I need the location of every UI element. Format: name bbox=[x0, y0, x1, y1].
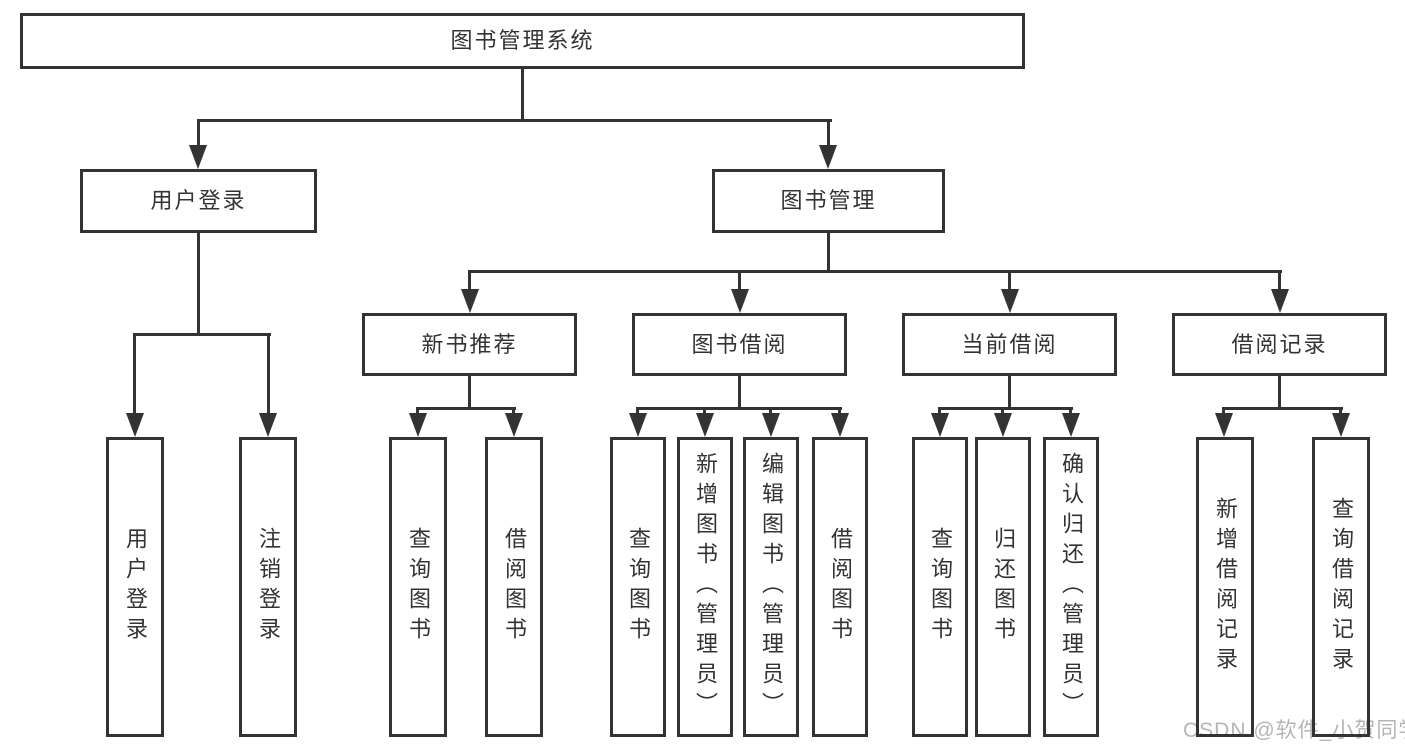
arrow-down-icon bbox=[1332, 413, 1350, 437]
connector-vline bbox=[769, 407, 772, 417]
node-label: 图书借阅 bbox=[691, 331, 788, 357]
connector-vline bbox=[838, 407, 841, 417]
connector-vline bbox=[827, 119, 830, 149]
connector-vline bbox=[1278, 376, 1281, 409]
connector-vline bbox=[512, 407, 515, 417]
connector-vline bbox=[468, 270, 471, 292]
leaf-query-books-borrow: 查询图书 bbox=[610, 437, 666, 737]
leaf-borrow-books: 借阅图书 bbox=[812, 437, 868, 737]
connector-vline bbox=[1278, 270, 1281, 292]
leaf-label: 查询图书 bbox=[406, 527, 431, 647]
leaf-label: 用户登录 bbox=[123, 527, 148, 647]
node-label: 用户登录 bbox=[150, 188, 247, 213]
arrow-down-icon bbox=[831, 413, 849, 437]
leaf-user-login: 用户登录 bbox=[106, 437, 164, 737]
leaf-label: 新增借阅记录 bbox=[1213, 497, 1238, 677]
leaf-label: 编辑图书（管理员） bbox=[759, 452, 784, 722]
node-current-borrowing: 当前借阅 bbox=[902, 313, 1117, 376]
arrow-down-icon bbox=[696, 413, 714, 437]
node-label: 借阅记录 bbox=[1231, 331, 1328, 357]
arrow-down-icon bbox=[461, 289, 479, 313]
leaf-label: 查询图书 bbox=[928, 527, 953, 647]
leaf-query-borrow-record: 查询借阅记录 bbox=[1312, 437, 1370, 737]
connector-vline bbox=[827, 233, 830, 272]
leaf-edit-books-admin: 编辑图书（管理员） bbox=[743, 437, 799, 737]
arrow-down-icon bbox=[994, 413, 1012, 437]
leaf-label: 确认归还（管理员） bbox=[1059, 452, 1084, 722]
arrow-down-icon bbox=[1001, 289, 1019, 313]
connector-hline bbox=[938, 407, 1073, 410]
arrow-down-icon bbox=[1062, 413, 1080, 437]
arrow-down-icon bbox=[1271, 289, 1289, 313]
connector-vline bbox=[738, 376, 741, 409]
arrow-down-icon bbox=[931, 413, 949, 437]
leaf-label: 注销登录 bbox=[256, 527, 281, 647]
connector-vline bbox=[703, 407, 706, 417]
connector-vline bbox=[636, 407, 639, 417]
connector-vline bbox=[468, 376, 471, 409]
node-label: 新书推荐 bbox=[421, 331, 518, 357]
leaf-label: 借阅图书 bbox=[502, 527, 527, 647]
leaf-query-books-current: 查询图书 bbox=[912, 437, 968, 737]
connector-hline bbox=[416, 407, 516, 410]
connector-hline bbox=[133, 333, 271, 336]
connector-vline bbox=[1069, 407, 1072, 417]
connector-vline bbox=[1008, 270, 1011, 292]
connector-vline bbox=[197, 233, 200, 336]
connector-vline bbox=[197, 119, 200, 149]
connector-vline bbox=[738, 270, 741, 292]
leaf-return-books: 归还图书 bbox=[975, 437, 1031, 737]
arrow-down-icon bbox=[762, 413, 780, 437]
node-label: 图书管理 bbox=[780, 188, 877, 213]
arrow-down-icon bbox=[505, 413, 523, 437]
leaf-label: 借阅图书 bbox=[828, 527, 853, 647]
leaf-add-books-admin: 新增图书（管理员） bbox=[677, 437, 733, 737]
connector-vline bbox=[1001, 407, 1004, 417]
connector-hline bbox=[197, 119, 832, 122]
node-new-book-recommendation: 新书推荐 bbox=[362, 313, 577, 376]
connector-vline bbox=[133, 333, 136, 413]
leaf-label: 归还图书 bbox=[991, 527, 1016, 647]
arrow-down-icon bbox=[126, 413, 144, 437]
connector-vline bbox=[1008, 376, 1011, 409]
arrow-down-icon bbox=[259, 413, 277, 437]
node-borrowing-records: 借阅记录 bbox=[1172, 313, 1387, 376]
connector-vline bbox=[521, 69, 524, 121]
node-label: 图书管理系统 bbox=[450, 28, 595, 53]
node-label: 当前借阅 bbox=[961, 331, 1058, 357]
connector-vline bbox=[1222, 407, 1225, 417]
node-book-management: 图书管理 bbox=[712, 169, 945, 233]
arrow-down-icon bbox=[819, 145, 837, 169]
leaf-borrow-books-recommend: 借阅图书 bbox=[485, 437, 543, 737]
node-library-management-system: 图书管理系统 bbox=[20, 13, 1025, 69]
leaf-query-books-recommend: 查询图书 bbox=[389, 437, 447, 737]
connector-vline bbox=[416, 407, 419, 417]
leaf-add-borrow-record: 新增借阅记录 bbox=[1196, 437, 1254, 737]
connector-vline bbox=[267, 333, 270, 413]
arrow-down-icon bbox=[189, 145, 207, 169]
connector-vline bbox=[1339, 407, 1342, 417]
arrow-down-icon bbox=[409, 413, 427, 437]
node-book-borrowing: 图书借阅 bbox=[632, 313, 847, 376]
connector-vline bbox=[938, 407, 941, 417]
connector-hline bbox=[468, 270, 1282, 273]
leaf-logout-login: 注销登录 bbox=[239, 437, 297, 737]
connector-hline bbox=[1222, 407, 1343, 410]
leaf-label: 新增图书（管理员） bbox=[693, 452, 718, 722]
leaf-confirm-return-admin: 确认归还（管理员） bbox=[1043, 437, 1099, 737]
arrow-down-icon bbox=[629, 413, 647, 437]
leaf-label: 查询借阅记录 bbox=[1329, 497, 1354, 677]
arrow-down-icon bbox=[731, 289, 749, 313]
watermark: CSDN @软件_小贺同学 bbox=[1183, 719, 1405, 742]
connector-hline bbox=[636, 407, 842, 410]
node-user-login: 用户登录 bbox=[80, 169, 317, 233]
leaf-label: 查询图书 bbox=[626, 527, 651, 647]
arrow-down-icon bbox=[1215, 413, 1233, 437]
